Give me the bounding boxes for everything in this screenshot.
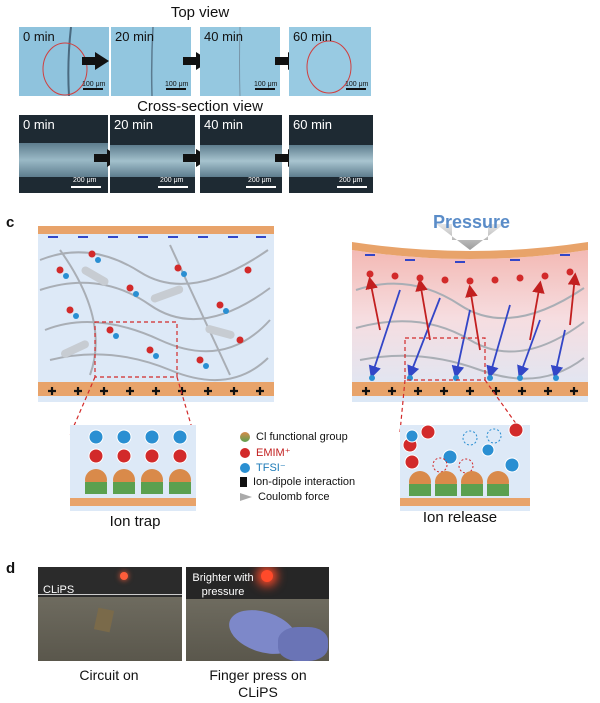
ion-release-inset (400, 422, 530, 511)
legend-emim: EMIM⁺ (240, 446, 291, 459)
finger-press-caption: Finger press on CLiPS (209, 667, 307, 700)
panel-letter-c: c (6, 214, 15, 231)
cl-functional-group-icon (240, 432, 250, 442)
ion-trap-caption: Ion trap (109, 513, 161, 530)
legend-coulomb: Coulomb force (240, 491, 330, 503)
scale-bar-label: 200 μm (160, 177, 184, 184)
time-label: 0 min (23, 117, 55, 132)
ion-trap-inset (70, 425, 196, 511)
cross-section-frame-2: 40 min 200 μm (200, 115, 282, 193)
trap-film (38, 226, 274, 402)
circuit-on-caption: Circuit on (79, 667, 139, 683)
cross-section-frame-0: 0 min 200 μm (19, 115, 108, 193)
time-label: 60 min (293, 117, 333, 132)
release-film (352, 242, 588, 402)
time-arrow-icon (82, 52, 110, 70)
pressure-arrow-icon (436, 224, 504, 250)
time-label: 20 min (114, 117, 154, 132)
tfsi-anion-icon (240, 462, 250, 473)
pressure-label: Pressure (433, 212, 511, 232)
scale-bar-label: 100 μm (345, 81, 369, 88)
finger-press-photo: Brighter with pressure (186, 567, 329, 661)
top-view-title: Top view (170, 4, 230, 21)
time-label: 20 min (115, 29, 155, 44)
cross-section-frame-1: 20 min 200 μm (110, 115, 195, 193)
top-view-frame-1: 20 min 100 μm (111, 27, 191, 96)
scale-bar-label: 200 μm (248, 177, 272, 184)
coulomb-force-icon (240, 493, 252, 501)
panel-letter-d: d (6, 560, 16, 577)
ion-mechanism-diagram (38, 224, 588, 511)
top-view-frame-2: 40 min 100 μm (200, 27, 280, 96)
cross-section-title: Cross-section view (137, 98, 263, 115)
ion-release-caption: Ion release (422, 509, 498, 526)
legend-tfsi: TFSI⁻ (240, 461, 286, 474)
ion-dipole-interaction-icon (240, 477, 247, 487)
scale-bar-label: 200 μm (339, 177, 363, 184)
time-label: 40 min (204, 117, 244, 132)
legend-cl-group: Cl functional group (240, 431, 348, 443)
cross-section-frame-3: 60 min 200 μm (289, 115, 373, 193)
emim-cation-icon (240, 447, 250, 458)
time-label: 40 min (204, 29, 244, 44)
scale-bar-label: 100 μm (82, 81, 106, 88)
scale-bar-label: 200 μm (73, 177, 97, 184)
legend-ion-dipole: Ion-dipole interaction (240, 476, 355, 488)
circuit-on-photo: CLiPS (38, 567, 182, 661)
time-label: 0 min (23, 29, 55, 44)
top-view-frame-3: 60 min 100 μm (289, 27, 371, 96)
time-label: 60 min (293, 29, 333, 44)
brighter-with-pressure-label: Brighter with pressure (192, 572, 254, 598)
clips-label: CLiPS (43, 584, 75, 596)
scale-bar-label: 100 μm (254, 81, 278, 88)
scale-bar-label: 100 μm (165, 81, 189, 88)
crack-outline (42, 27, 88, 96)
